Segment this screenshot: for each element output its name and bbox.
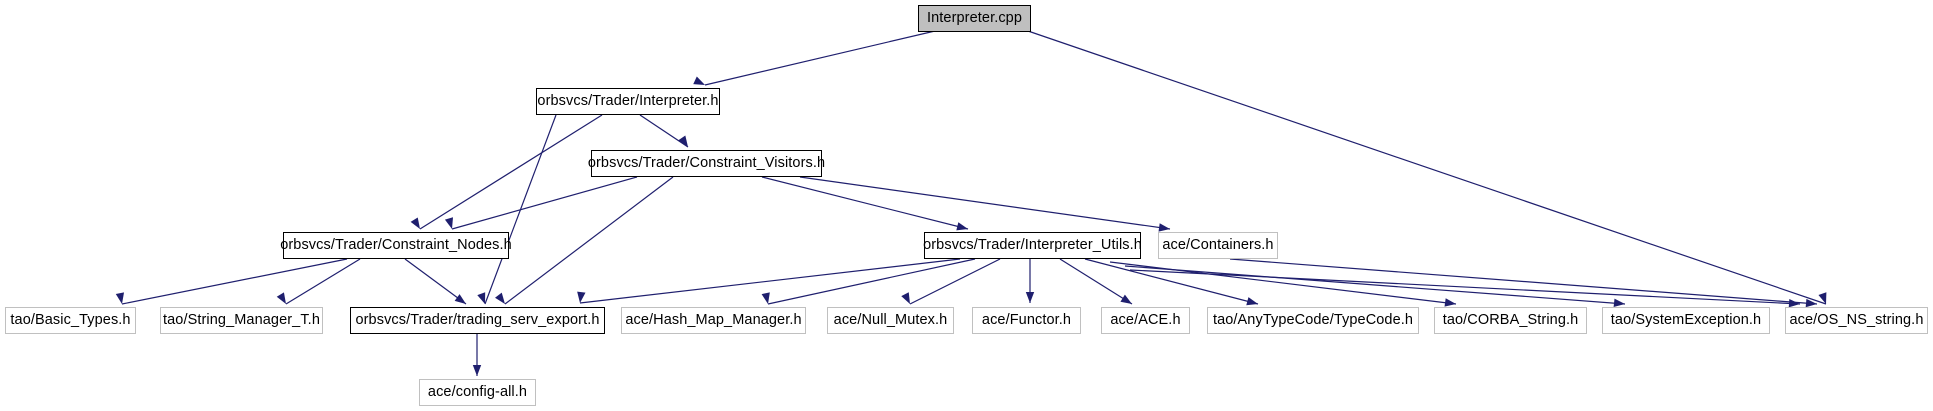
node-ace_ace_h[interactable]: ace/ACE.h [1101,307,1190,334]
arrowhead-constraint_nodes_h-to-tao_basic_types_h [115,292,125,304]
edge-constraint_nodes_h-to-tao_string_manager_t_h [285,258,361,305]
edge-interpreter_cpp-to-interpreter_h [704,30,936,86]
node-constraint_nodes_h[interactable]: orbsvcs/Trader/Constraint_Nodes.h [280,232,512,259]
arrowhead-interpreter_utils_h-to-ace_os_ns_string_h [1788,299,1800,308]
edge-interpreter_utils_h-to-ace_os_ns_string_h [1129,269,1801,305]
arrowhead-interpreter_utils_h-to-tao_corba_string_h [1444,298,1456,307]
node-label-interpreter_h: orbsvcs/Trader/Interpreter.h [537,93,719,110]
node-ace_config_all_h[interactable]: ace/config-all.h [419,379,536,406]
edge-interpreter_utils_h-to-ace_null_mutex_h [909,258,1001,305]
node-label-ace_functor_h: ace/Functor.h [981,312,1072,329]
node-label-tao_basic_types_h: tao/Basic_Types.h [10,312,131,329]
arrowhead-constraint_visitors_h-to-trading_serv_export_h [495,292,505,304]
node-tao_systemexception_h[interactable]: tao/SystemException.h [1602,307,1770,334]
edge-interpreter_cpp-to-ace_os_ns_string_h [1027,30,1827,305]
node-tao_basic_types_h[interactable]: tao/Basic_Types.h [5,307,136,334]
node-interpreter_cpp[interactable]: Interpreter.cpp [918,5,1031,32]
node-ace_os_ns_string_h[interactable]: ace/OS_NS_string.h [1785,307,1928,334]
node-ace_functor_h[interactable]: ace/Functor.h [972,307,1081,334]
edge-constraint_visitors_h-to-ace_containers_h [799,176,1171,230]
node-label-tao_corba_string_h: tao/CORBA_String.h [1442,312,1579,329]
arrowhead-interpreter_utils_h-to-trading_serv_export_h [577,291,586,303]
node-label-tao_string_manager_t_h: tao/String_Manager_T.h [163,312,320,329]
node-label-ace_null_mutex_h: ace/Null_Mutex.h [833,312,948,329]
arrowhead-interpreter_utils_h-to-ace_hash_map_manager_h [761,292,770,304]
arrowhead-interpreter_utils_h-to-tao_typecode_h [1246,297,1258,306]
node-label-interpreter_utils_h: orbsvcs/Trader/Interpreter_Utils.h [923,237,1142,254]
edge-constraint_visitors_h-to-trading_serv_export_h [504,176,674,305]
node-constraint_visitors_h[interactable]: orbsvcs/Trader/Constraint_Visitors.h [587,150,826,177]
node-label-ace_os_ns_string_h: ace/OS_NS_string.h [1789,312,1924,329]
node-interpreter_h[interactable]: orbsvcs/Trader/Interpreter.h [536,88,720,115]
node-label-ace_containers_h: ace/Containers.h [1162,237,1274,254]
arrowhead-interpreter_utils_h-to-ace_null_mutex_h [901,292,910,304]
arrowhead-interpreter_utils_h-to-ace_functor_h [1025,292,1035,303]
arrowhead-interpreter_utils_h-to-ace_ace_h [1120,294,1132,304]
node-label-tao_systemexception_h: tao/SystemException.h [1610,312,1762,329]
node-label-trading_serv_export_h: orbsvcs/Trader/trading_serv_export.h [355,312,600,329]
arrowhead-interpreter_h-to-constraint_nodes_h [410,217,420,229]
arrowhead-interpreter_cpp-to-ace_os_ns_string_h [1818,292,1827,304]
node-label-interpreter_cpp: Interpreter.cpp [927,10,1022,27]
node-ace_hash_map_manager_h[interactable]: ace/Hash_Map_Manager.h [621,307,806,334]
node-label-ace_config_all_h: ace/config-all.h [427,384,528,401]
node-tao_string_manager_t_h[interactable]: tao/String_Manager_T.h [160,307,323,334]
node-ace_null_mutex_h[interactable]: ace/Null_Mutex.h [827,307,954,334]
edge-constraint_nodes_h-to-tao_basic_types_h [121,258,348,305]
arrowhead-interpreter_cpp-to-interpreter_h [693,76,705,85]
arrowhead-constraint_visitors_h-to-constraint_nodes_h [444,217,454,229]
node-trading_serv_export_h[interactable]: orbsvcs/Trader/trading_serv_export.h [350,307,605,334]
node-label-constraint_nodes_h: orbsvcs/Trader/Constraint_Nodes.h [280,237,512,254]
edge-interpreter_utils_h-to-ace_ace_h [1059,258,1133,305]
edge-interpreter_utils_h-to-tao_systemexception_h [1124,265,1626,305]
arrowhead-ace_containers_h-to-ace_os_ns_string_h [1805,298,1817,308]
arrowhead-constraint_visitors_h-to-ace_containers_h [1158,223,1170,232]
node-interpreter_utils_h[interactable]: orbsvcs/Trader/Interpreter_Utils.h [923,232,1142,259]
edge-interpreter_h-to-constraint_nodes_h [419,114,603,230]
edge-constraint_visitors_h-to-constraint_nodes_h [451,176,638,230]
edge-interpreter_h-to-constraint_visitors_h [639,114,689,148]
node-ace_containers_h[interactable]: ace/Containers.h [1158,232,1278,259]
edge-interpreter_utils_h-to-tao_typecode_h [1084,258,1259,305]
edge-constraint_nodes_h-to-trading_serv_export_h [404,258,467,305]
node-tao_corba_string_h[interactable]: tao/CORBA_String.h [1434,307,1587,334]
node-label-ace_ace_h: ace/ACE.h [1110,312,1181,329]
arrowhead-interpreter_h-to-trading_serv_export_h [477,292,486,304]
arrowhead-interpreter_h-to-constraint_visitors_h [678,135,688,147]
arrowhead-trading_serv_export_h-to-ace_config_all_h [472,365,482,376]
arrowhead-constraint_nodes_h-to-tao_string_manager_t_h [276,292,286,304]
node-tao_typecode_h[interactable]: tao/AnyTypeCode/TypeCode.h [1207,307,1419,334]
arrowhead-interpreter_utils_h-to-tao_systemexception_h [1613,298,1625,308]
arrowhead-constraint_nodes_h-to-trading_serv_export_h [454,294,466,304]
node-label-ace_hash_map_manager_h: ace/Hash_Map_Manager.h [625,312,802,329]
edge-constraint_visitors_h-to-interpreter_utils_h [761,176,969,230]
edge-interpreter_utils_h-to-trading_serv_export_h [579,258,961,304]
node-label-constraint_visitors_h: orbsvcs/Trader/Constraint_Visitors.h [587,155,826,172]
edge-interpreter_utils_h-to-ace_hash_map_manager_h [767,258,976,305]
arrowhead-constraint_visitors_h-to-interpreter_utils_h [956,222,968,231]
node-label-tao_typecode_h: tao/AnyTypeCode/TypeCode.h [1212,312,1414,329]
edge-ace_containers_h-to-ace_os_ns_string_h [1229,258,1818,305]
